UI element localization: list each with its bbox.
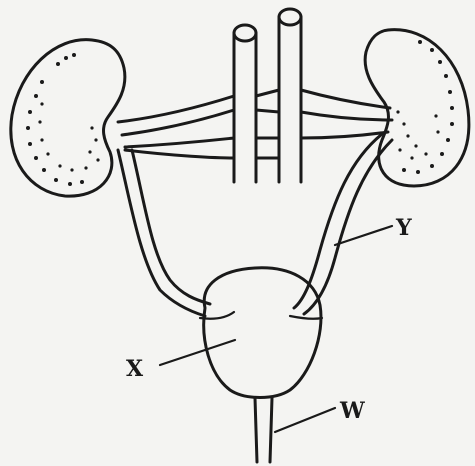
label-x: X bbox=[126, 356, 144, 382]
label-y: Y bbox=[395, 215, 412, 241]
right-ureter bbox=[294, 134, 392, 314]
vena-cava bbox=[279, 9, 301, 182]
label-w: W bbox=[339, 398, 365, 424]
left-ureter bbox=[118, 150, 210, 316]
urethra bbox=[255, 398, 272, 462]
pointer-line-x bbox=[160, 340, 235, 365]
left-kidney bbox=[11, 40, 125, 196]
urinary-bladder bbox=[200, 268, 322, 398]
aorta bbox=[234, 25, 256, 182]
pointer-line-w bbox=[275, 408, 335, 432]
